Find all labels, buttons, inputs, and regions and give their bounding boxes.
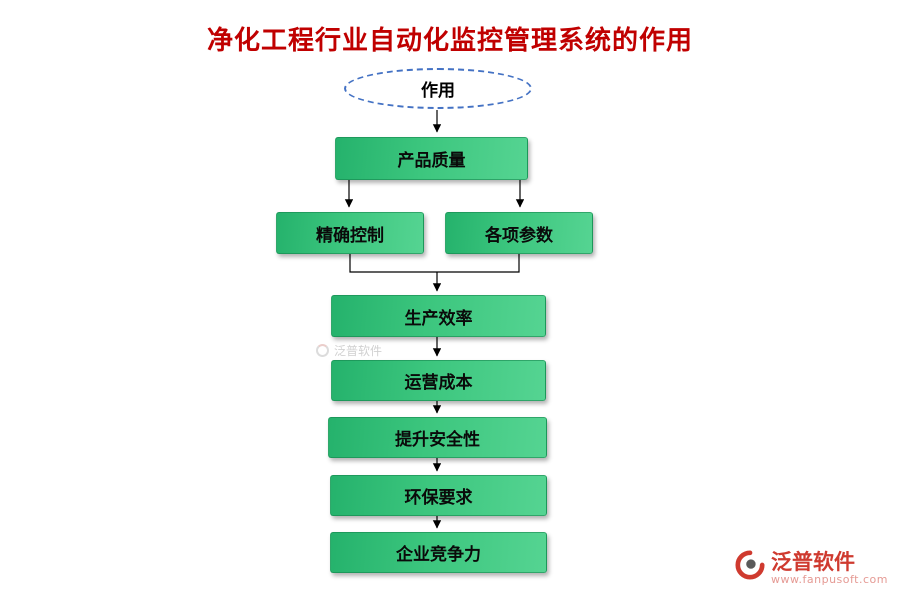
root-node-ellipse: 作用 [344,68,532,109]
node-label: 环保要求 [404,488,473,508]
node-label: 运营成本 [404,373,473,393]
node-enterprise-competitiveness: 企业竞争力 [330,532,547,573]
brand-footer: 泛普软件 www.fanpusoft.com [735,550,888,586]
node-label: 精确控制 [316,225,384,246]
node-precise-control: 精确控制 [276,212,424,254]
node-label: 提升安全性 [395,430,480,450]
root-node-label: 作用 [421,81,455,101]
brand-name: 泛普软件 [771,548,856,574]
node-parameters: 各项参数 [445,212,593,254]
brand-website: www.fanpusoft.com [771,573,888,586]
fanpu-logo-icon [735,550,765,580]
node-product-quality: 产品质量 [335,137,528,180]
node-label: 企业竞争力 [396,545,481,565]
page-title: 净化工程行业自动化监控管理系统的作用 [206,26,693,56]
node-label: 各项参数 [485,225,553,246]
watermark: 泛普软件 [316,342,382,359]
node-environmental-requirements: 环保要求 [330,475,547,516]
node-label: 产品质量 [397,151,466,171]
node-production-efficiency: 生产效率 [331,295,546,337]
node-safety-improvement: 提升安全性 [328,417,547,458]
node-operating-cost: 运营成本 [331,360,546,401]
node-label: 生产效率 [404,308,473,329]
watermark-logo-icon [316,344,329,357]
watermark-label: 泛普软件 [334,344,383,358]
